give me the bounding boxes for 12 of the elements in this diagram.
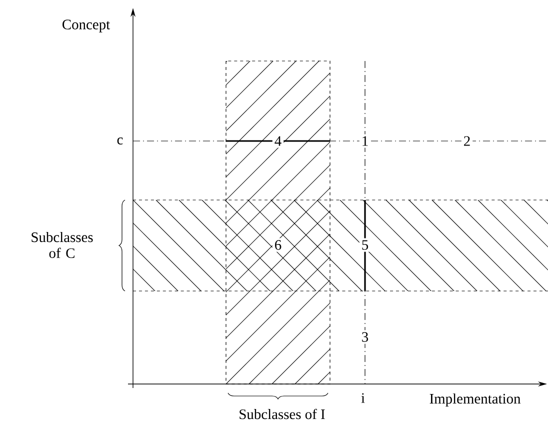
tick-label: i bbox=[361, 393, 365, 403]
region-number: 6 bbox=[272, 238, 284, 252]
axis-label: Implementation bbox=[430, 393, 521, 407]
region-number: 2 bbox=[461, 134, 473, 148]
region-number: 4 bbox=[272, 134, 284, 148]
brace-label: Subclasses of C bbox=[32, 232, 93, 258]
axis-label: Concept bbox=[62, 20, 110, 32]
region-number: 3 bbox=[359, 330, 371, 344]
region-number: 1 bbox=[359, 134, 371, 148]
tick-label: c bbox=[117, 138, 123, 144]
brace-label: Subclasses of I bbox=[240, 408, 325, 420]
region-number: 5 bbox=[359, 238, 371, 252]
